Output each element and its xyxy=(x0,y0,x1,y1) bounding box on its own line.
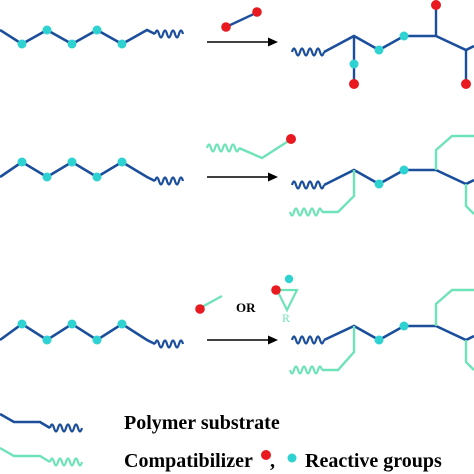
row-3: OR R xyxy=(0,274,474,375)
polymer-coil xyxy=(290,335,326,345)
or-label: OR xyxy=(236,300,256,315)
polymer-backbone xyxy=(323,34,474,54)
polymer-coil xyxy=(290,180,326,190)
legend-reactive-red-dot xyxy=(261,450,271,460)
reactive-group-cyan xyxy=(17,39,27,49)
reactive-group-cyan xyxy=(17,319,27,329)
reactive-group-cyan xyxy=(92,172,102,182)
legend-reactive-cyan-dot xyxy=(287,453,297,463)
reactive-group-cyan xyxy=(374,335,384,345)
polymer-backbone xyxy=(323,324,474,342)
compatibilizer-backbone xyxy=(238,138,291,160)
row-3-grafted-product xyxy=(288,288,474,375)
reactive-group-red xyxy=(252,7,262,17)
polymer-backbone xyxy=(0,160,156,183)
polymer-backbone xyxy=(323,168,474,187)
compatibilizer-coil xyxy=(288,207,324,217)
polymer-coil xyxy=(153,176,185,186)
reactive-group-cyan xyxy=(374,45,384,55)
legend-polymer-symbol xyxy=(0,412,84,433)
reactive-group-red xyxy=(431,0,441,10)
reactive-group-cyan xyxy=(42,25,52,35)
reactive-group-red xyxy=(221,22,231,32)
reagent-bond xyxy=(225,11,257,29)
polymer-backbone xyxy=(0,322,156,346)
grafted-compatibilizer-chain xyxy=(464,340,474,371)
reactive-group-cyan xyxy=(67,319,77,329)
row-2 xyxy=(0,134,474,217)
legend-polymer-label: Polymer substrate xyxy=(124,412,280,434)
grafted-compatibilizer-chain xyxy=(322,326,356,372)
polymer-coil xyxy=(290,47,326,57)
reactive-group-cyan xyxy=(399,165,409,175)
polymer-backbone xyxy=(0,28,156,46)
polymer-coil xyxy=(153,29,185,39)
reactive-group-cyan xyxy=(399,321,409,331)
reactive-group-red xyxy=(271,285,281,295)
reactive-group-cyan xyxy=(374,179,384,189)
reactive-group-cyan xyxy=(67,157,77,167)
legend-reactive-label: Reactive groups xyxy=(305,450,442,472)
row-1-reaction-arrow xyxy=(207,37,278,47)
reactive-group-cyan xyxy=(17,157,27,167)
reactive-group-cyan xyxy=(117,319,127,329)
row-1-reagent-small-molecule xyxy=(221,7,262,32)
reactive-group-red xyxy=(349,79,359,89)
compatibilizer-coil xyxy=(205,143,241,153)
row-2-reaction-arrow xyxy=(207,172,278,182)
reactive-group-cyan xyxy=(42,335,52,345)
reactive-group-cyan xyxy=(349,59,359,69)
row-2-reagent-compatibilizer xyxy=(205,134,296,160)
reactive-group-cyan xyxy=(399,31,409,41)
ring-substituent-label: R xyxy=(282,311,290,325)
reactive-group-cyan xyxy=(67,39,77,49)
row-3-reagent-options: OR R xyxy=(195,274,299,325)
row-2-polymer-substrate xyxy=(0,157,185,186)
grafted-compatibilizer-chain xyxy=(464,184,474,215)
grafted-compatibilizer-chain xyxy=(434,134,474,170)
reactive-group-red xyxy=(286,134,296,144)
legend-comma: , xyxy=(270,450,275,472)
reactive-group-cyan xyxy=(42,172,52,182)
reactive-group-cyan xyxy=(284,274,294,284)
reactive-group-cyan xyxy=(92,25,102,35)
row-2-grafted-product xyxy=(288,134,474,217)
reactive-group-red xyxy=(195,304,205,314)
reactive-group-cyan xyxy=(117,39,127,49)
reactive-group-red xyxy=(461,79,471,89)
polymer-coil xyxy=(153,339,185,349)
row-1-grafted-product xyxy=(290,0,474,89)
cyclic-reagent-ring xyxy=(275,288,299,313)
legend-compatibilizer-label: Compatibilizer xyxy=(124,450,253,472)
reactive-group-cyan xyxy=(117,157,127,167)
row-3-reaction-arrow xyxy=(207,335,278,345)
row-1 xyxy=(0,0,474,89)
row-1-polymer-substrate xyxy=(0,25,185,49)
compatibilizer-coil xyxy=(288,365,324,375)
legend-compatibilizer-symbol xyxy=(0,446,84,467)
row-3-polymer-substrate xyxy=(0,319,185,349)
grafted-compatibilizer-chain xyxy=(322,170,356,214)
grafted-compatibilizer-chain xyxy=(434,288,474,326)
legend: Polymer substrate Compatibilizer , React… xyxy=(0,412,442,472)
reactive-group-cyan xyxy=(92,335,102,345)
